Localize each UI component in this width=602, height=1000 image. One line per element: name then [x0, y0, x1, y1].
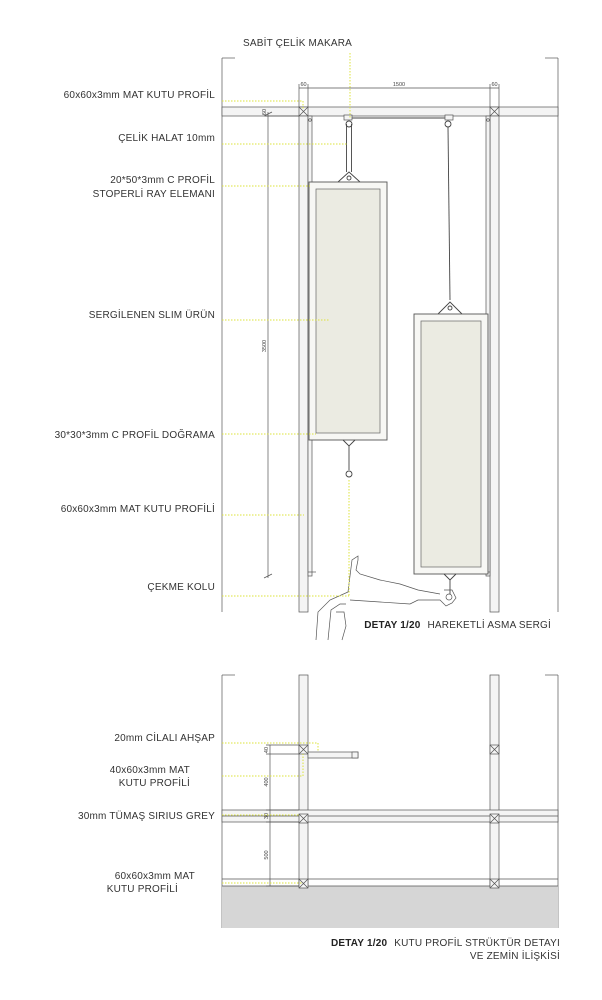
detail-2-title: DETAY 1/20 KUTU PROFİL STRÜKTÜR DETAYI V… [331, 936, 560, 962]
label-box-profile-top: 60x60x3mm MAT KUTU PROFİL [64, 88, 216, 101]
label-profile-line2: KUTU PROFİLİ [119, 776, 190, 789]
handle-ring-icon [345, 470, 353, 478]
height-dimension-line: 3500 60 [262, 109, 299, 579]
display-panel-lowered [413, 301, 489, 594]
label-pull-handle: ÇEKME KOLU [147, 582, 215, 593]
top-box-profile-beam [221, 106, 559, 117]
label-sirius-grey: 30mm TÜMAŞ SIRIUS GREY [78, 810, 215, 822]
label-fixed-steel-pulley: SABİT ÇELİK MAKARA [243, 36, 352, 49]
dim-left-60: 60 [300, 82, 306, 88]
label-bottom-profile-line2: KUTU PROFİLİ [107, 882, 178, 895]
pulley-right-icon [444, 120, 452, 128]
detail-2-title-line2: VE ZEMİN İLİŞKİSİ [470, 949, 560, 962]
detail-2-title-bold: DETAY 1/20 [331, 938, 388, 949]
dim-400: 400 [264, 777, 270, 786]
svg-text:DETAY 1/20 HAREKETLİ A: DETAY 1/20 HAREKETLİ ASMA SERGİ [364, 618, 551, 631]
label-displayed-product: SERGİLENEN SLIM ÜRÜN [89, 308, 215, 321]
dim-height-3500: 3500 [262, 340, 268, 352]
detail-2-title-text: KUTU PROFİL STRÜKTÜR DETAYI [394, 936, 560, 949]
floor-slab [222, 886, 558, 928]
grey-band [221, 809, 559, 823]
detail-1-labels: SABİT ÇELİK MAKARA 60x60x3mm MAT KUTU PR… [55, 36, 352, 593]
label-bottom-profile-line1: 60x60x3mm MAT [115, 871, 195, 882]
label-frame-profile: 30*30*3mm C PROFİL DOĞRAMA [55, 428, 216, 441]
detail-1-title-bold: DETAY 1/20 [364, 620, 421, 631]
svg-text:DETAY 1/20 KUTU PROFİL: DETAY 1/20 KUTU PROFİL STRÜKTÜR DETAYI [331, 936, 560, 949]
label-box-profile-mid: 60x60x3mm MAT KUTU PROFİLİ [61, 502, 215, 515]
label-polished-wood: 20mm CİLALI AHŞAP [114, 731, 215, 744]
dim-30: 30 [264, 813, 270, 819]
display-panel-raised [308, 171, 388, 478]
dim-top-60: 60 [262, 109, 268, 115]
detail-1-hanging-display: 60 1500 60 3500 60 [55, 36, 559, 641]
detail-1-title-text: HAREKETLİ ASMA SERGİ [428, 618, 551, 631]
label-steel-cable: ÇELİK HALAT 10mm [118, 131, 215, 144]
dim-40: 40 [264, 747, 270, 753]
detail-1-title: DETAY 1/20 HAREKETLİ ASMA SERGİ [364, 618, 551, 631]
pulley-left-icon [345, 120, 353, 128]
dim-right-60: 60 [491, 82, 497, 88]
label-profile-line1: 40x60x3mm MAT [110, 765, 190, 776]
detail-2-posts [298, 674, 500, 887]
label-c-profile-line2: STOPERLİ RAY ELEMANI [93, 187, 215, 200]
pulley-rail [343, 114, 454, 128]
detail-2-labels: 20mm CİLALI AHŞAP 40x60x3mm MAT KUTU PRO… [78, 731, 215, 895]
detail-1-frame [221, 57, 559, 612]
detail-2-box-profile-structure: 40 400 30 500 20mm CİLALI AHŞAP 40x60x3m… [78, 674, 560, 962]
dim-span-1500: 1500 [393, 82, 405, 88]
pulling-figure-sketch [315, 555, 457, 641]
detail-2-leaders [222, 742, 319, 884]
label-c-profile-line1: 20*50*3mm C PROFİL [110, 173, 215, 186]
box-profile-markers [298, 744, 500, 889]
detail-1-leaders [222, 53, 351, 597]
wood-shelf [307, 751, 359, 759]
top-dimension-line: 60 1500 60 [298, 82, 500, 107]
dim-500: 500 [264, 850, 270, 859]
